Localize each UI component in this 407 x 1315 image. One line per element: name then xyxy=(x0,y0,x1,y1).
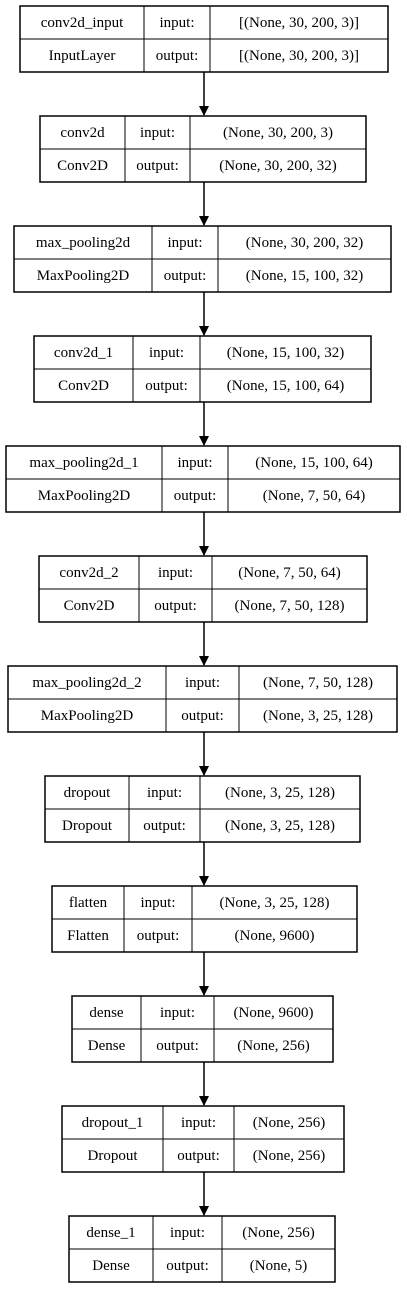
input-shape: (None, 15, 100, 32) xyxy=(227,345,344,361)
output-shape: (None, 15, 100, 32) xyxy=(246,268,363,284)
layer-name: dense xyxy=(89,1005,123,1021)
layer-name: dense_1 xyxy=(86,1225,135,1241)
layer-name: dropout xyxy=(64,785,111,801)
layer-type: Dense xyxy=(92,1258,130,1274)
input-shape: [(None, 30, 200, 3)] xyxy=(239,15,359,31)
layer-type: InputLayer xyxy=(49,48,116,64)
output-shape: (None, 7, 50, 64) xyxy=(263,488,365,504)
input-shape: (None, 30, 200, 3) xyxy=(223,125,333,141)
output-shape: (None, 5) xyxy=(250,1258,307,1274)
input-label: input: xyxy=(147,785,182,801)
input-label: input: xyxy=(158,565,193,581)
input-shape: (None, 7, 50, 128) xyxy=(263,675,373,691)
layer-type: MaxPooling2D xyxy=(38,488,131,504)
output-label: output: xyxy=(166,1258,209,1274)
input-label: input: xyxy=(140,125,175,141)
output-shape: (None, 3, 25, 128) xyxy=(225,818,335,834)
input-shape: (None, 9600) xyxy=(234,1005,314,1021)
input-shape: (None, 3, 25, 128) xyxy=(225,785,335,801)
layer-type: MaxPooling2D xyxy=(41,708,134,724)
input-label: input: xyxy=(181,1115,216,1131)
layer-name: max_pooling2d_2 xyxy=(32,675,141,691)
layer-type: MaxPooling2D xyxy=(37,268,130,284)
layer-type: Dropout xyxy=(62,818,113,834)
layer-name: conv2d_input xyxy=(41,15,124,31)
input-shape: (None, 256) xyxy=(253,1115,325,1131)
layer-type: Conv2D xyxy=(58,378,109,394)
layer-name: conv2d_2 xyxy=(59,565,118,581)
layer-name: max_pooling2d_1 xyxy=(29,455,138,471)
input-label: input: xyxy=(160,1005,195,1021)
input-label: input: xyxy=(167,235,202,251)
input-shape: (None, 256) xyxy=(242,1225,314,1241)
layer-name: max_pooling2d xyxy=(36,235,131,251)
layer-type: Conv2D xyxy=(64,598,115,614)
input-label: input: xyxy=(140,895,175,911)
layer-type: Conv2D xyxy=(57,158,108,174)
layer-type: Dense xyxy=(88,1038,126,1054)
layer-type: Dropout xyxy=(88,1148,139,1164)
layer-name: dropout_1 xyxy=(82,1115,144,1131)
input-shape: (None, 3, 25, 128) xyxy=(220,895,330,911)
output-shape: (None, 256) xyxy=(237,1038,309,1054)
output-shape: (None, 256) xyxy=(253,1148,325,1164)
input-label: input: xyxy=(149,345,184,361)
input-label: input: xyxy=(159,15,194,31)
output-label: output: xyxy=(143,818,186,834)
input-shape: (None, 15, 100, 64) xyxy=(255,455,372,471)
input-label: input: xyxy=(170,1225,205,1241)
output-label: output: xyxy=(177,1148,220,1164)
output-shape: (None, 3, 25, 128) xyxy=(263,708,373,724)
output-shape: (None, 7, 50, 128) xyxy=(235,598,345,614)
layer-name: flatten xyxy=(69,895,108,911)
output-label: output: xyxy=(181,708,224,724)
input-shape: (None, 30, 200, 32) xyxy=(246,235,363,251)
output-label: output: xyxy=(156,1038,199,1054)
output-label: output: xyxy=(136,158,179,174)
output-shape: (None, 9600) xyxy=(235,928,315,944)
layer-type: Flatten xyxy=(67,928,109,944)
input-label: input: xyxy=(185,675,220,691)
input-label: input: xyxy=(177,455,212,471)
output-shape: [(None, 30, 200, 3)] xyxy=(239,48,359,64)
output-label: output: xyxy=(164,268,207,284)
input-shape: (None, 7, 50, 64) xyxy=(238,565,340,581)
layer-name: conv2d xyxy=(60,125,105,141)
output-label: output: xyxy=(145,378,188,394)
output-label: output: xyxy=(174,488,217,504)
output-label: output: xyxy=(137,928,180,944)
output-shape: (None, 30, 200, 32) xyxy=(219,158,336,174)
layer-name: conv2d_1 xyxy=(54,345,113,361)
output-shape: (None, 15, 100, 64) xyxy=(227,378,344,394)
output-label: output: xyxy=(156,48,199,64)
output-label: output: xyxy=(154,598,197,614)
